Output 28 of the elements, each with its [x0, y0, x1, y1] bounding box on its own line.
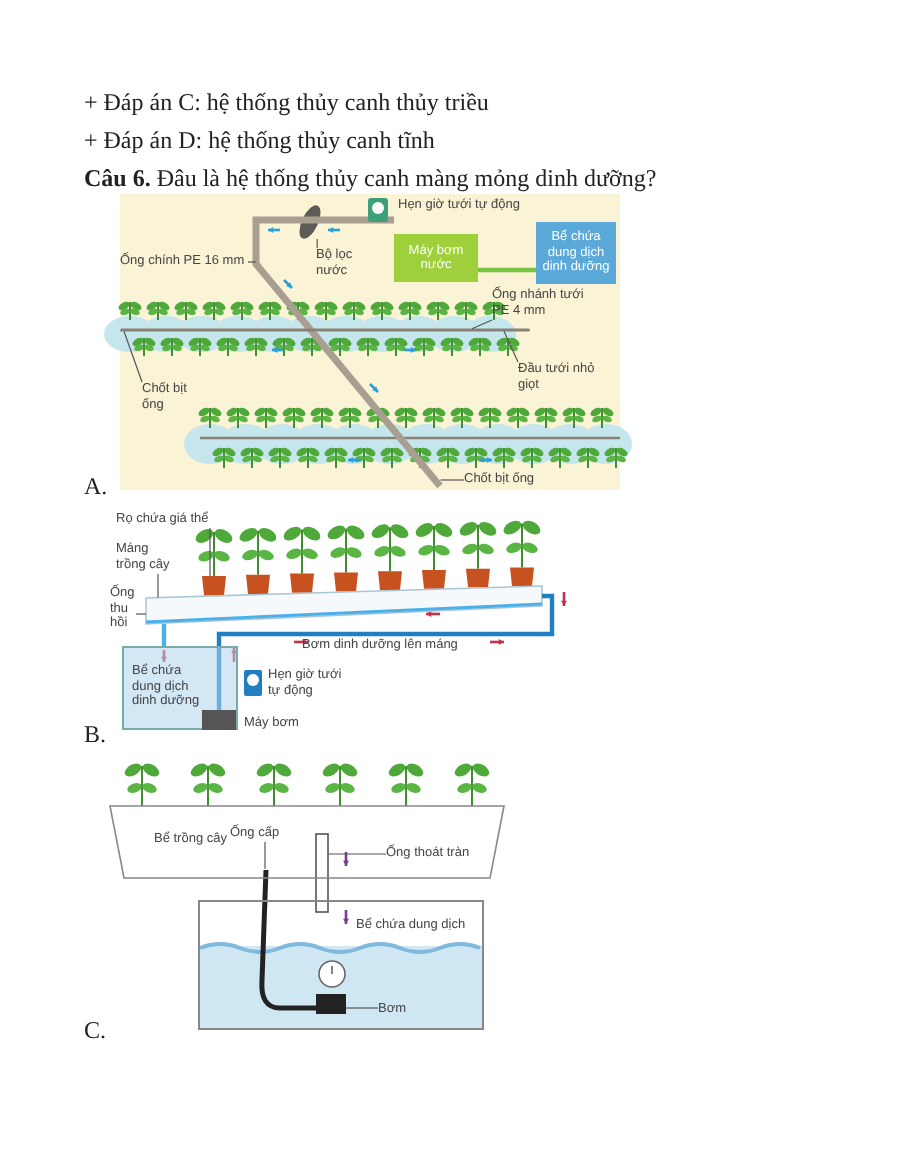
- leader-line: [471, 319, 493, 330]
- plant-pot: [202, 576, 226, 596]
- leader-line: [247, 261, 257, 263]
- leader-line: [157, 573, 159, 599]
- answer-note: + Đáp án D: hệ thống thủy canh tĩnh: [84, 126, 435, 156]
- answer-note: + Đáp án C: hệ thống thủy canh thủy triều: [84, 88, 489, 118]
- option-letter: A.: [84, 472, 108, 502]
- feed-pipe: [259, 869, 316, 1011]
- leader-line: [135, 613, 147, 615]
- growing-channel: [145, 585, 543, 625]
- leader-line: [264, 841, 266, 870]
- leader-line: [345, 1007, 379, 1009]
- pump: [316, 994, 346, 1014]
- leader-line: [209, 527, 211, 577]
- leader-line: [503, 330, 519, 363]
- overflow-pipe: [315, 833, 329, 913]
- filter-drawing: [299, 205, 321, 239]
- pipe: [216, 593, 555, 710]
- leader-line: [123, 330, 143, 383]
- option-letter: C.: [84, 1016, 107, 1046]
- leader-line: [440, 479, 465, 481]
- pump: [202, 710, 236, 730]
- pipe: [161, 624, 167, 646]
- leader-line: [328, 853, 387, 855]
- leader-line: [316, 238, 318, 249]
- pipe: [478, 267, 536, 273]
- question-text: Câu 6. Đâu là hệ thống thủy canh màng mỏng dinh dưỡng?: [84, 164, 657, 194]
- option-letter: B.: [84, 720, 107, 750]
